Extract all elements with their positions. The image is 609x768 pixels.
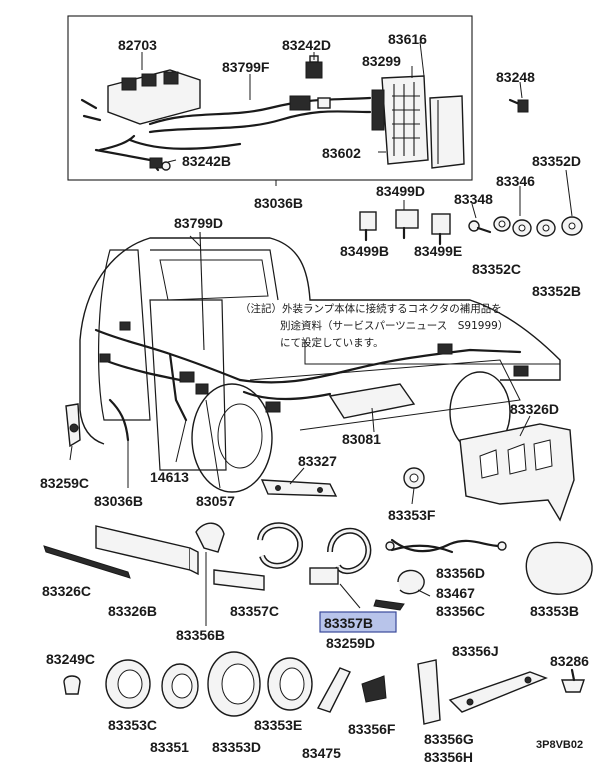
junction-block-83602[interactable] [371, 75, 429, 165]
bolt-83248[interactable] [508, 98, 529, 113]
label-83036b-top[interactable]: 83036B [254, 195, 303, 211]
label-83327[interactable]: 83327 [298, 453, 337, 469]
label-83352c[interactable]: 83352C [472, 261, 521, 277]
label-83353f[interactable]: 83353F [388, 507, 436, 523]
label-82703[interactable]: 82703 [118, 37, 157, 53]
part-labels: 82703 83242D 83616 83799F 83299 83248 83… [40, 31, 589, 765]
clamp-83356c[interactable] [373, 569, 425, 611]
label-83499d[interactable]: 83499D [376, 183, 425, 199]
note-line-2: 別途資料（サービスパーツニュース S91999） [280, 319, 508, 332]
label-83259d[interactable]: 83259D [326, 635, 375, 651]
bracket-83327[interactable] [260, 479, 338, 497]
label-83081[interactable]: 83081 [342, 431, 381, 447]
clip-83286[interactable] [561, 668, 585, 693]
label-83353d[interactable]: 83353D [212, 739, 261, 755]
highlight-83357b [319, 611, 397, 633]
diagram-code: 3P8VB02 [536, 739, 583, 751]
clip-83259c[interactable] [65, 403, 81, 448]
label-83353b[interactable]: 83353B [530, 603, 579, 619]
label-83057[interactable]: 83057 [196, 493, 235, 509]
grommet-83353c[interactable] [105, 659, 151, 709]
label-83799f[interactable]: 83799F [222, 59, 270, 75]
label-83356j[interactable]: 83356J [452, 643, 499, 659]
connector-83242b[interactable] [94, 148, 171, 172]
label-83348[interactable]: 83348 [454, 191, 493, 207]
label-83351[interactable]: 83351 [150, 739, 189, 755]
clamp-83357b[interactable] [309, 527, 372, 585]
vehicle-body [79, 237, 561, 493]
label-83352b[interactable]: 83352B [532, 283, 581, 299]
label-83499e[interactable]: 83499E [414, 243, 462, 259]
grommet-83351[interactable] [161, 663, 199, 709]
bracket-83081[interactable] [328, 383, 416, 419]
label-83259c[interactable]: 83259C [40, 475, 89, 491]
clip-83356f[interactable] [361, 675, 387, 703]
harness-83356d[interactable] [385, 538, 507, 554]
grommet-83353e[interactable] [267, 657, 313, 711]
label-83356h[interactable]: 83356H [424, 749, 473, 765]
label-83249c[interactable]: 83249C [46, 651, 95, 667]
label-83352d[interactable]: 83352D [532, 153, 581, 169]
label-83356b[interactable]: 83356B [176, 627, 225, 643]
label-83475[interactable]: 83475 [302, 745, 341, 761]
label-83326d[interactable]: 83326D [510, 401, 559, 417]
fasteners-83499[interactable] [359, 209, 492, 246]
label-14613[interactable]: 14613 [150, 469, 189, 485]
label-83357c[interactable]: 83357C [230, 603, 279, 619]
label-83346[interactable]: 83346 [496, 173, 535, 189]
label-83326c[interactable]: 83326C [42, 583, 91, 599]
protector-83326b[interactable] [95, 525, 199, 576]
label-83799d[interactable]: 83799D [174, 215, 223, 231]
leader-lines [69, 41, 573, 626]
label-83467[interactable]: 83467 [436, 585, 475, 601]
bracket-83326d[interactable] [459, 423, 575, 522]
clamp-83356b[interactable] [195, 522, 225, 553]
relay-block-82703[interactable] [80, 69, 201, 125]
label-83356c[interactable]: 83356C [436, 603, 485, 619]
label-83286[interactable]: 83286 [550, 653, 589, 669]
label-83356d[interactable]: 83356D [436, 565, 485, 581]
harness-83036b[interactable] [108, 343, 529, 442]
grommet-83353d[interactable] [207, 651, 261, 717]
label-83299[interactable]: 83299 [362, 53, 401, 69]
bracket-83356j[interactable] [448, 671, 548, 713]
cover-83616[interactable] [429, 95, 465, 169]
bracket-83356g[interactable] [417, 659, 441, 725]
note-line-3: にて設定しています。 [280, 336, 384, 349]
cap-83249c[interactable] [63, 675, 81, 695]
strip-83326c[interactable] [43, 545, 131, 579]
label-83248[interactable]: 83248 [496, 69, 535, 85]
harness-83799f[interactable] [98, 95, 372, 152]
cover-83353b[interactable] [525, 541, 593, 595]
label-83616[interactable]: 83616 [388, 31, 427, 47]
label-83356g[interactable]: 83356G [424, 731, 474, 747]
nuts-83352[interactable] [493, 216, 583, 237]
label-83242d[interactable]: 83242D [282, 37, 331, 53]
clamp-83357c[interactable] [213, 522, 303, 591]
bracket-83475[interactable] [316, 667, 351, 713]
grommet-83353f[interactable] [403, 467, 425, 489]
harness-83799d[interactable] [94, 231, 242, 422]
note-annotation: （注記）外装ランプ本体に接続するコネクタの補用品を 別途資料（サービスパーツニュ… [240, 302, 560, 365]
label-83242b[interactable]: 83242B [182, 153, 231, 169]
label-83036b-bottom[interactable]: 83036B [94, 493, 143, 509]
label-83353e[interactable]: 83353E [254, 717, 302, 733]
label-83356f[interactable]: 83356F [348, 721, 396, 737]
label-83499b[interactable]: 83499B [340, 243, 389, 259]
note-line-1: （注記）外装ランプ本体に接続するコネクタの補用品を [240, 302, 502, 315]
label-83353c[interactable]: 83353C [108, 717, 157, 733]
label-83357b[interactable]: 83357B [324, 615, 373, 631]
harness-box [67, 15, 473, 181]
label-83602[interactable]: 83602 [322, 145, 361, 161]
label-83326b[interactable]: 83326B [108, 603, 157, 619]
